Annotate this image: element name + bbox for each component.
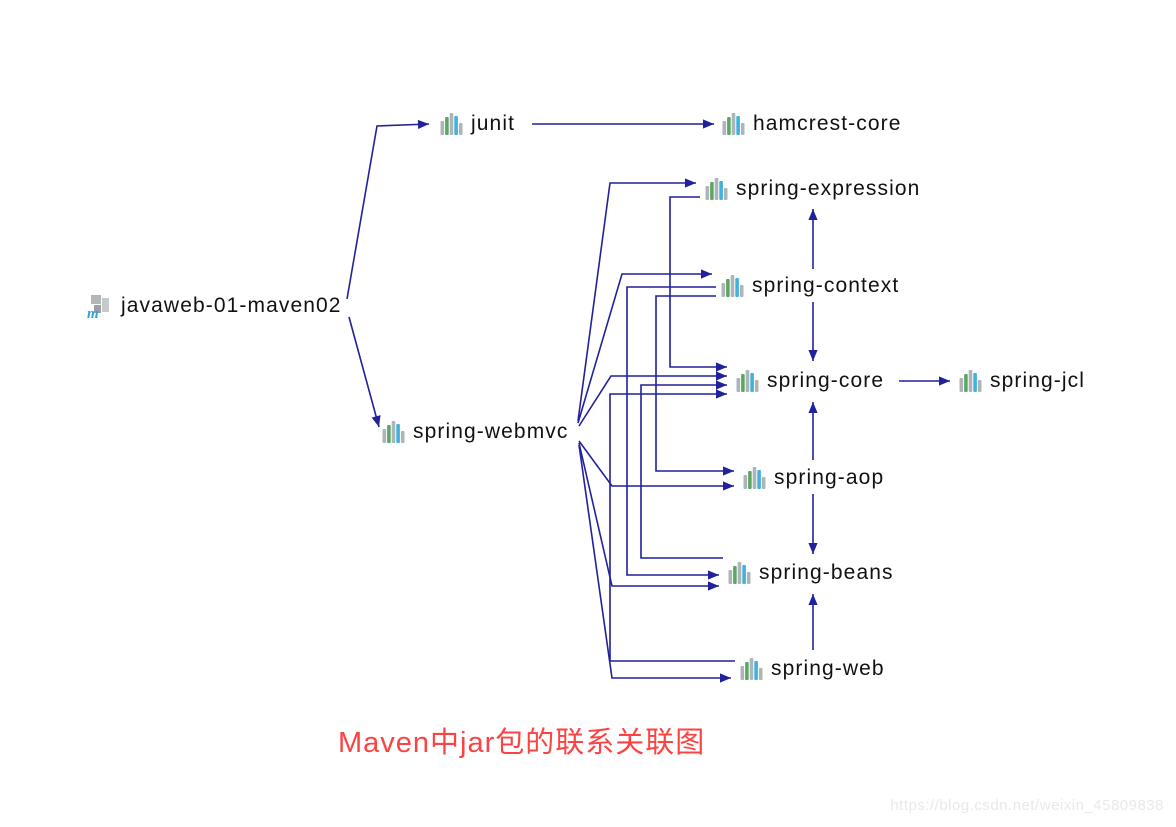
node-spring-beans[interactable]: spring-beans: [728, 561, 894, 585]
arrowhead-spring-web-to-spring-core: [716, 389, 727, 399]
jar-library-icon: [382, 421, 405, 443]
node-spring-context[interactable]: spring-context: [721, 274, 899, 298]
node-label: spring-beans: [759, 561, 894, 584]
arrowhead-spring-expression-to-spring-core: [716, 362, 727, 372]
jar-library-icon: [743, 467, 766, 489]
arrowhead-junit-to-hamcrest-core: [703, 119, 714, 129]
edge-spring-webmvc-to-spring-aop: [578, 440, 734, 487]
node-label: spring-core: [767, 369, 885, 392]
arrowhead-spring-webmvc-to-spring-beans: [708, 581, 719, 591]
node-javaweb-01-maven02[interactable]: m javaweb-01-maven02: [86, 291, 342, 321]
jar-library-icon: [959, 370, 982, 392]
arrowhead-spring-beans-to-spring-core: [716, 380, 727, 390]
node-spring-expression[interactable]: spring-expression: [705, 177, 920, 201]
arrowhead-spring-context-to-spring-aop: [723, 466, 734, 476]
arrowhead-spring-context-to-spring-expression: [808, 209, 818, 220]
diagram-title: Maven中jar包的联系关联图: [338, 727, 706, 759]
arrowhead-spring-aop-to-spring-beans: [808, 543, 818, 554]
node-label: javaweb-01-maven02: [121, 294, 342, 317]
node-label: junit: [471, 112, 516, 135]
arrowhead-spring-webmvc-to-spring-aop: [723, 481, 734, 491]
edge-spring-webmvc-to-spring-core: [578, 375, 727, 427]
node-label: spring-expression: [736, 177, 921, 200]
node-label: spring-webmvc: [413, 420, 569, 443]
edge-spring-expression-to-spring-core: [669, 196, 727, 368]
node-label: spring-context: [752, 274, 900, 297]
edge-spring-webmvc-to-spring-expression: [577, 182, 696, 422]
node-junit[interactable]: junit: [440, 112, 515, 136]
node-spring-webmvc[interactable]: spring-webmvc: [382, 420, 569, 444]
edge-spring-context-to-spring-aop: [655, 295, 734, 472]
arrowhead-spring-webmvc-to-spring-core: [716, 371, 727, 381]
arrowhead-spring-web-to-spring-beans: [808, 594, 818, 605]
edge-spring-context-to-spring-beans: [626, 286, 719, 576]
jar-library-icon: [705, 178, 728, 200]
jar-library-icon: [440, 113, 463, 135]
arrowhead-spring-webmvc-to-spring-web: [720, 673, 731, 683]
node-label: hamcrest-core: [753, 112, 902, 135]
watermark: https://blog.csdn.net/weixin_45809838: [890, 797, 1164, 814]
edge-javaweb-01-maven02-to-junit: [346, 123, 430, 300]
edge-spring-webmvc-to-spring-web: [578, 444, 731, 679]
arrowhead-spring-webmvc-to-spring-expression: [685, 178, 696, 188]
node-spring-core[interactable]: spring-core: [736, 369, 884, 393]
jar-library-icon: [740, 658, 763, 680]
edge-spring-webmvc-to-spring-context: [577, 273, 712, 424]
edge-spring-web-to-spring-core: [609, 393, 735, 662]
arrowhead-javaweb-01-maven02-to-spring-webmvc: [371, 415, 381, 427]
edge-spring-webmvc-to-spring-beans: [578, 442, 719, 587]
arrowhead-spring-webmvc-to-spring-context: [701, 269, 712, 279]
arrowhead-spring-context-to-spring-core: [808, 350, 818, 361]
node-spring-web[interactable]: spring-web: [740, 657, 885, 681]
node-hamcrest-core[interactable]: hamcrest-core: [722, 112, 902, 136]
node-label: spring-aop: [774, 466, 885, 489]
jar-library-icon: [736, 370, 759, 392]
edge-spring-beans-to-spring-core: [640, 384, 727, 559]
arrowhead-spring-context-to-spring-beans: [708, 570, 719, 580]
maven-module-icon: m: [87, 295, 109, 321]
jar-library-icon: [722, 113, 745, 135]
svg-text:m: m: [87, 306, 99, 321]
arrowhead-javaweb-01-maven02-to-junit: [417, 119, 429, 130]
node-spring-aop[interactable]: spring-aop: [743, 466, 884, 490]
arrowhead-spring-aop-to-spring-core: [808, 402, 818, 413]
node-label: spring-jcl: [990, 369, 1086, 392]
arrowhead-spring-core-to-spring-jcl: [939, 376, 950, 386]
node-spring-jcl[interactable]: spring-jcl: [959, 369, 1085, 393]
node-label: spring-web: [771, 657, 885, 680]
edge-javaweb-01-maven02-to-spring-webmvc: [348, 316, 380, 428]
jar-library-icon: [721, 275, 744, 297]
jar-library-icon: [728, 562, 751, 584]
